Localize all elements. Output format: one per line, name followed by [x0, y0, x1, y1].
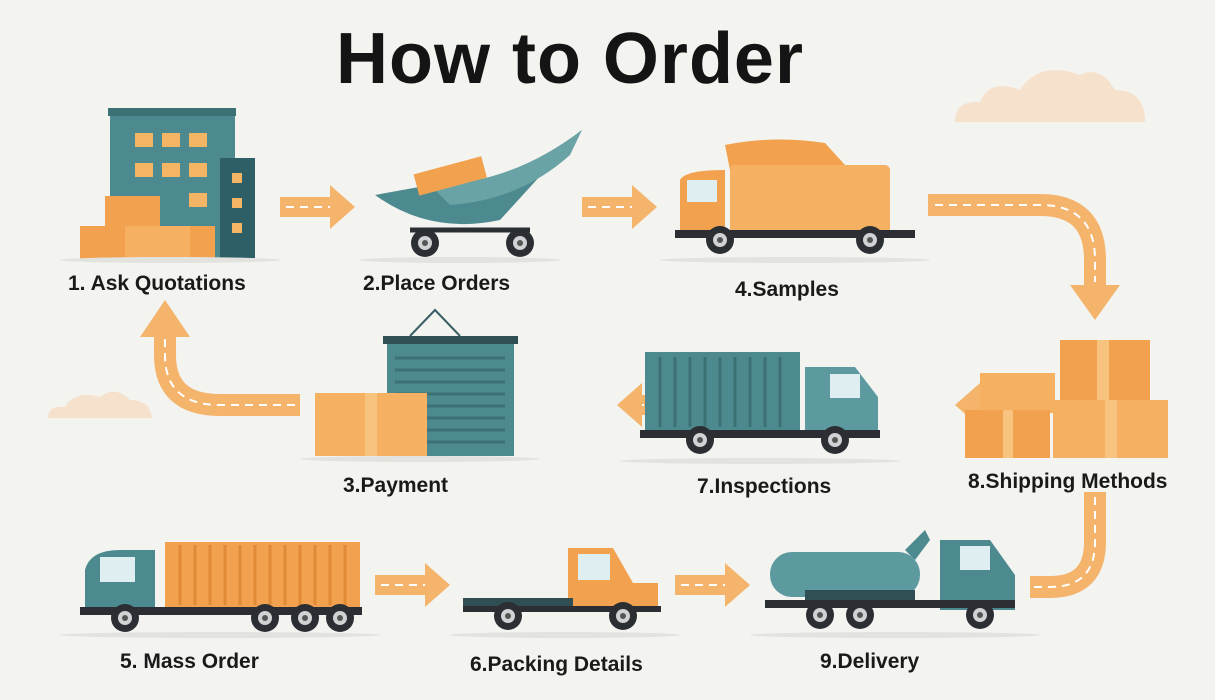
- shopping-cart-icon: [375, 130, 582, 257]
- ground-shadow: [60, 632, 380, 638]
- ground-shadow: [450, 632, 680, 638]
- ground-shadow: [750, 632, 1040, 638]
- ground-shadow: [360, 257, 560, 263]
- ground-shadow: [620, 458, 900, 464]
- ground-shadow: [660, 257, 930, 263]
- step-label-place-orders: 2.Place Orders: [363, 272, 511, 295]
- stacked-boxes-icon: [965, 340, 1168, 458]
- delivery-truck-icon: [675, 139, 915, 254]
- step-label-mass-order: 5. Mass Order: [120, 650, 259, 673]
- step-label-inspections: 7.Inspections: [697, 475, 832, 498]
- ground-shadow: [300, 456, 540, 462]
- office-building-icon: [80, 108, 255, 261]
- arrow-right-icon: [674, 562, 751, 608]
- tanker-truck-icon: [765, 530, 1015, 629]
- cloud-icon: [955, 70, 1145, 122]
- container-truck-icon: [640, 352, 880, 454]
- arrow-right-icon: [279, 184, 356, 230]
- step-label-samples: 4.Samples: [735, 278, 839, 301]
- step-label-payment: 3.Payment: [343, 474, 449, 497]
- ground-shadow: [60, 257, 280, 263]
- step-label-ask-quotations: 1. Ask Quotations: [68, 272, 246, 295]
- cloud-icon: [48, 391, 152, 418]
- step-label-packing-details: 6.Packing Details: [470, 653, 643, 676]
- curved-arrow-down-icon: [928, 194, 1120, 320]
- flatbed-truck-icon: [463, 548, 661, 630]
- step-label-shipping-methods: 8.Shipping Methods: [968, 470, 1168, 493]
- curved-arrow-up-icon: [140, 300, 300, 416]
- arrow-right-icon: [374, 562, 451, 608]
- step-label-delivery: 9.Delivery: [820, 650, 920, 673]
- page-title: How to Order: [335, 19, 804, 99]
- cargo-truck-icon: [80, 542, 362, 632]
- curved-arrow-down-left-icon: [1030, 492, 1106, 598]
- container-box-icon: [315, 308, 518, 456]
- arrow-right-icon: [581, 184, 658, 230]
